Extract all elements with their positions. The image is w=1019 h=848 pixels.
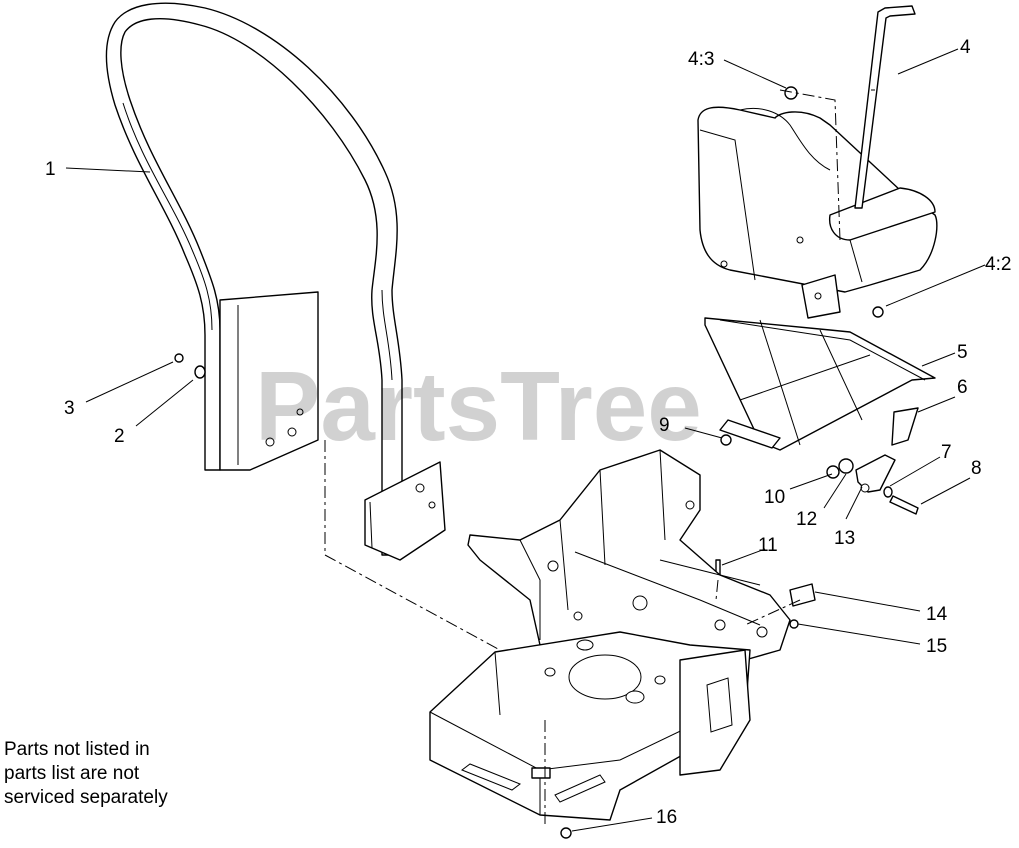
callout-5: 5 xyxy=(957,342,968,363)
roll-bar xyxy=(105,2,446,561)
service-note-line: serviced separately xyxy=(4,787,168,808)
callout-10: 10 xyxy=(764,487,785,508)
service-note-line: parts list are not xyxy=(4,763,140,784)
callout-3: 3 xyxy=(64,398,75,419)
service-note-line: Parts not listed in xyxy=(4,739,150,760)
callout-4-2: 4:2 xyxy=(985,254,1011,275)
callout-4-3: 4:3 xyxy=(688,49,714,70)
callout-6: 6 xyxy=(957,377,968,398)
leader-lines xyxy=(65,48,986,832)
callout-4: 4 xyxy=(960,37,971,58)
callout-11: 11 xyxy=(758,535,778,556)
frame xyxy=(429,449,816,839)
seat-assembly xyxy=(697,5,938,319)
callout-9: 9 xyxy=(659,415,670,436)
callout-16: 16 xyxy=(656,807,677,828)
callout-7: 7 xyxy=(941,442,952,463)
callout-14: 14 xyxy=(926,604,948,625)
service-note: Parts not listed in parts list are not s… xyxy=(4,738,168,810)
watermark: PartsTree xyxy=(255,351,702,461)
callout-labels: 1 2 3 4 4:2 4:3 5 6 7 8 9 10 11 12 13 14… xyxy=(45,37,1011,828)
alignment-lines xyxy=(324,89,841,828)
callout-15: 15 xyxy=(926,636,947,657)
seat-plate xyxy=(704,317,936,451)
callout-8: 8 xyxy=(971,458,982,479)
callout-1: 1 xyxy=(45,159,56,180)
callout-13: 13 xyxy=(834,528,855,549)
callout-2: 2 xyxy=(114,426,125,447)
latch-hardware xyxy=(715,407,919,579)
callout-12: 12 xyxy=(796,509,817,530)
